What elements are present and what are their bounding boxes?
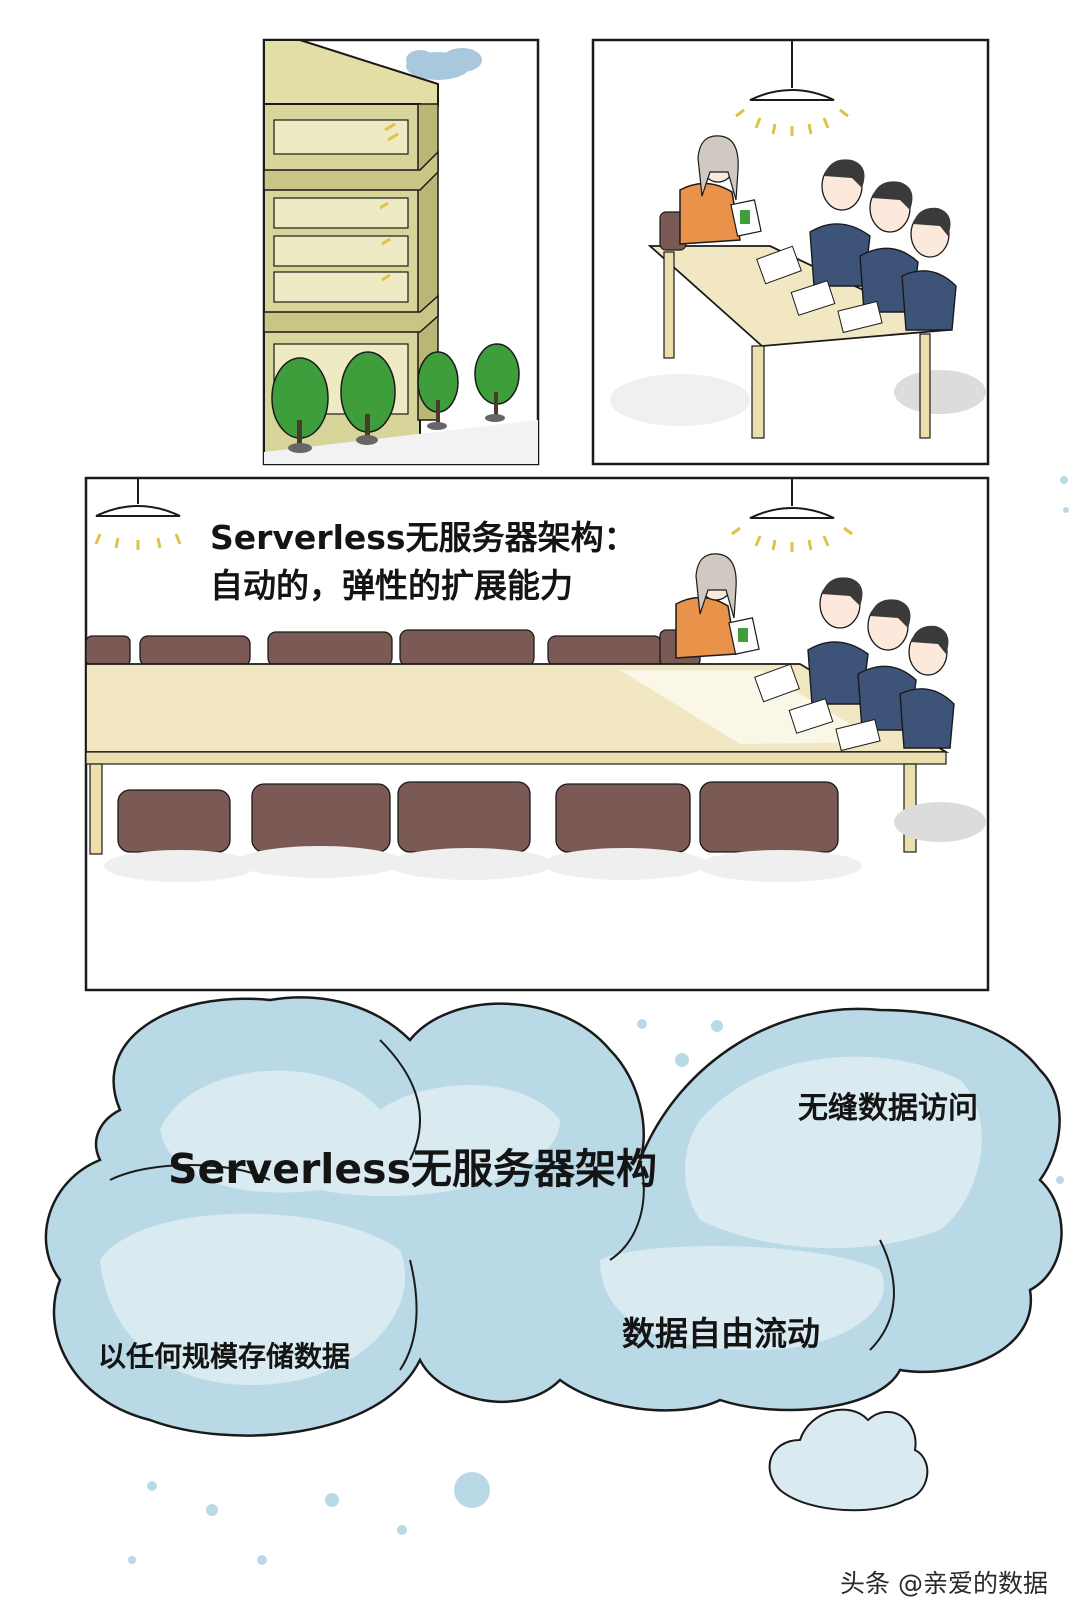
ceiling-lamp-icon — [94, 478, 182, 550]
man-attendee — [901, 207, 957, 331]
tree-icon — [417, 351, 459, 430]
bubble-dots — [128, 476, 1069, 1565]
cloud-main-label: Serverless无服务器架构 — [168, 1145, 657, 1193]
paper-sheet-icon — [756, 245, 883, 334]
woman-presenter — [675, 553, 760, 659]
small-cloud-icon — [768, 1408, 929, 1512]
small-cloud-icon — [406, 48, 482, 80]
panel-small-meeting — [591, 38, 990, 466]
back-chairs — [85, 629, 701, 667]
woman-presenter — [659, 135, 762, 251]
man-attendee — [899, 625, 955, 749]
ceiling-lamp-icon — [731, 478, 853, 552]
headline-line-2: 自动的，弹性的扩展能力 — [210, 566, 573, 605]
paper-sheet-icon — [754, 663, 881, 752]
tree-icon — [271, 357, 329, 453]
cloud-access-label: 无缝数据访问 — [798, 1091, 978, 1126]
panel-large-meeting — [84, 476, 990, 992]
tree-icon — [474, 343, 520, 422]
big-cloud — [44, 996, 1063, 1437]
man-attendee — [807, 577, 869, 705]
tree-icon — [340, 351, 396, 445]
cloud-flow-label: 数据自由流动 — [622, 1314, 820, 1353]
front-chairs — [117, 781, 839, 853]
panel-headline: Serverless无服务器架构： 自动的，弹性的扩展能力 — [210, 514, 637, 610]
panel-building — [262, 38, 540, 466]
headline-line-1: Serverless无服务器架构： — [210, 518, 637, 557]
cloud-storage-label: 以任何规模存储数据 — [98, 1340, 351, 1373]
ceiling-lamp-icon — [735, 40, 849, 136]
man-attendee — [809, 159, 871, 287]
watermark: 头条 @亲爱的数据 — [840, 1569, 1048, 1598]
